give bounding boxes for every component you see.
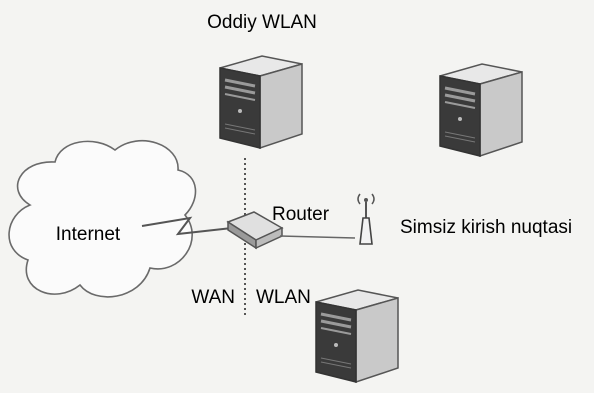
access-point-icon bbox=[357, 193, 375, 245]
wlan-link-line bbox=[279, 235, 356, 239]
wan-link-line bbox=[141, 216, 233, 236]
diagram-title: Oddiy WLAN bbox=[207, 12, 317, 33]
wan-label: WAN bbox=[191, 287, 235, 308]
router-icon bbox=[226, 211, 284, 250]
access-point-label: Simsiz kirish nuqtasi bbox=[400, 217, 572, 238]
internet-cloud-icon bbox=[8, 139, 197, 298]
wlan-label: WLAN bbox=[256, 287, 311, 308]
server-icon-top bbox=[218, 54, 304, 150]
internet-label: Internet bbox=[56, 224, 121, 245]
server-icon-bottom bbox=[314, 288, 400, 384]
router-label: Router bbox=[272, 204, 330, 225]
server-icon-right bbox=[438, 62, 524, 158]
